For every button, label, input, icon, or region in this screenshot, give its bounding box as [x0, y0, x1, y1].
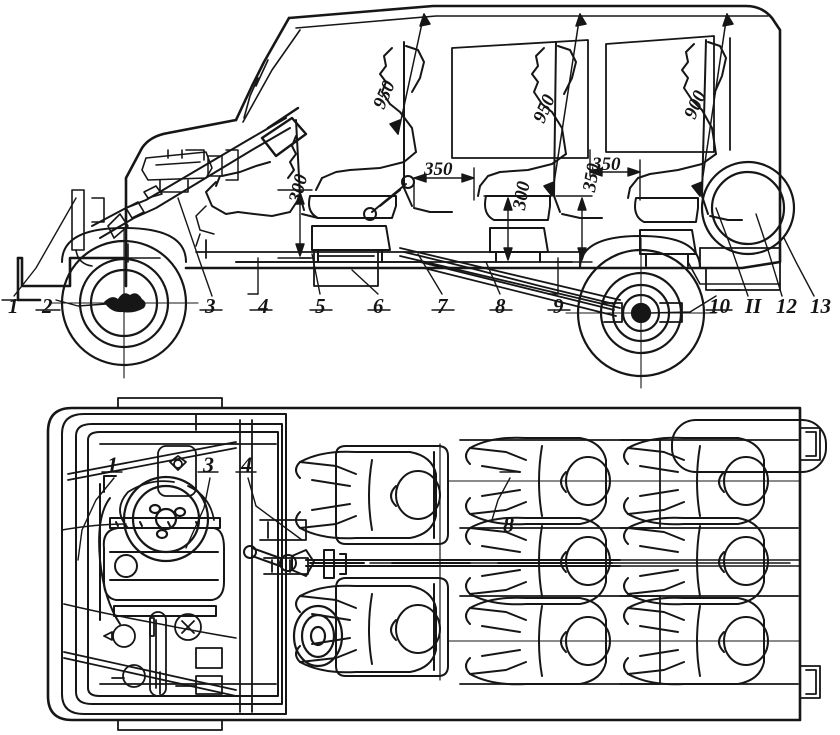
spare-wheel: [700, 160, 796, 256]
propshaft-plan: [359, 559, 801, 567]
callout-3: 3: [205, 294, 216, 318]
propeller-shaft: [399, 247, 621, 309]
third-row-figure: [477, 45, 577, 197]
dim-950-driver: [389, 13, 431, 135]
callout-12: 12: [776, 294, 797, 318]
reference-lines-plan: [447, 480, 801, 642]
dim-950-third: [543, 13, 587, 197]
callout-9: 9: [553, 294, 564, 318]
seat-adjuster: [363, 175, 415, 221]
callout-13: 13: [810, 294, 831, 318]
second-row-seat: [308, 41, 453, 263]
callout-4: 4: [258, 294, 269, 318]
rear-shelf: [671, 419, 827, 473]
battery-box: [313, 249, 379, 287]
plan-body-outline: [46, 406, 802, 722]
windshield-frame: [243, 59, 269, 119]
callout-10: 10: [709, 294, 730, 318]
rear-wheel-centerline: [565, 237, 717, 389]
steering-joint-plan: [243, 545, 347, 579]
side-windows: [451, 35, 731, 159]
leader-lines-side: [1, 197, 815, 314]
callout-6: 6: [373, 294, 384, 318]
front-occupant-right: [295, 584, 441, 674]
fourth-row-figure: [627, 41, 727, 199]
driver-figure: [205, 135, 299, 217]
callout-11: II: [745, 294, 762, 318]
dim-350-knee-front: [413, 167, 475, 209]
rear-occupant-center: [623, 516, 769, 606]
dim-300-front: [277, 189, 313, 259]
plan-callout-1: 1: [107, 452, 118, 477]
second-row-figure: [315, 45, 425, 191]
dim-350-knee-rear: [589, 149, 641, 201]
rear-seat-bench: [619, 439, 799, 685]
engine-bay-walls: [99, 413, 277, 713]
plan-callout-4: 4: [241, 452, 252, 477]
rear-lower-panel: [687, 261, 781, 285]
fourth-row-seat: [634, 39, 743, 267]
dim-350-vertical: [555, 195, 593, 263]
hose-runs: [61, 523, 237, 639]
callout-5: 5: [315, 294, 326, 318]
leader-lines-plan: [77, 471, 521, 561]
callout-1: 1: [8, 294, 19, 318]
plan-callout-3: 3: [203, 452, 214, 477]
rear-brackets: [799, 427, 821, 699]
bumper-tabs: [117, 397, 223, 731]
vehicle-body-outline: [16, 4, 782, 302]
callout-8: 8: [495, 294, 506, 318]
front-axle-beam: [91, 243, 161, 263]
dim-900-rear: [691, 13, 734, 197]
callout-7: 7: [437, 294, 448, 318]
front-hub: [104, 293, 146, 313]
dimension-350-knee-b: 350: [592, 154, 621, 175]
roof-rail: [242, 15, 769, 123]
steering-wheel: [260, 106, 308, 158]
radiator: [98, 475, 121, 625]
firewall-plate: [157, 445, 197, 497]
pedals: [195, 205, 215, 247]
front-bumper: [61, 413, 287, 715]
dimension-350-knee-a: 350: [424, 159, 453, 180]
front-occupant-left: [295, 450, 441, 540]
steering-shaft-joints: [107, 185, 163, 239]
mid-occupant-center: [465, 516, 611, 606]
third-row-seat: [484, 41, 603, 263]
callout-2: 2: [42, 294, 53, 318]
dim-300-mid: [483, 195, 521, 263]
plan-callout-8: 8: [503, 512, 514, 537]
